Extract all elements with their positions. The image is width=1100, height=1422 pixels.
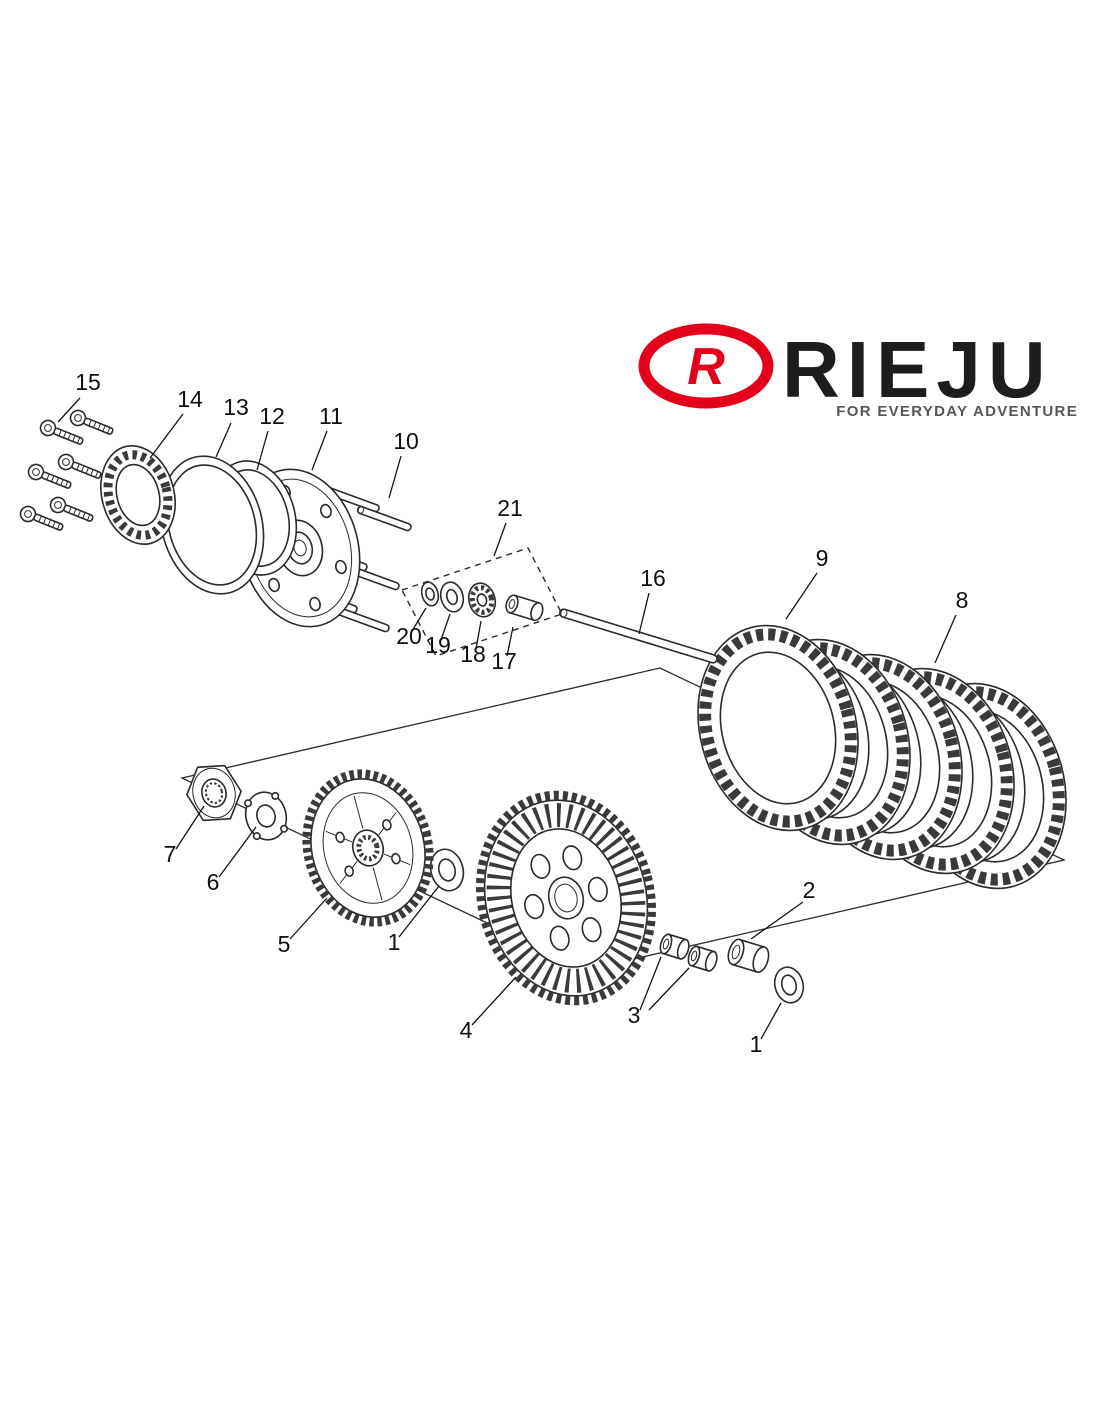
part-label-1a: 1	[388, 929, 401, 955]
spacer-sleeve	[727, 938, 770, 974]
part-label-13: 13	[223, 394, 249, 420]
part-label-7: 7	[164, 841, 177, 867]
bushing	[657, 932, 692, 962]
part-label-5: 5	[278, 931, 291, 957]
push-rod	[559, 608, 718, 664]
part-label-14: 14	[177, 386, 203, 412]
brand-tagline: FOR EVERYDAY ADVENTURE	[836, 403, 1078, 420]
hub-nut	[186, 764, 242, 822]
cover-bolts	[17, 407, 116, 536]
leader-lines	[57, 397, 957, 1040]
part-label-10: 10	[393, 428, 419, 454]
clutch-hub	[302, 769, 434, 927]
clutch-plate-stack	[676, 607, 1089, 906]
part-label-12: 12	[259, 403, 285, 429]
thrust-washer-rear	[773, 966, 805, 1004]
short-shaft	[505, 594, 544, 622]
thrust-washer-front	[429, 848, 465, 892]
brand-wordmark: RIEJU	[782, 325, 1053, 414]
part-label-4: 4	[460, 1017, 473, 1043]
part-label-9: 9	[816, 545, 829, 571]
part-label-15: 15	[75, 369, 101, 395]
part-label-11: 11	[319, 403, 343, 429]
part-label-8: 8	[956, 587, 969, 613]
bolt	[67, 407, 116, 440]
washer-20	[420, 581, 440, 607]
cover-ring	[159, 455, 265, 595]
logo-monogram: R	[687, 338, 725, 396]
clutch-basket	[476, 790, 656, 1006]
part-label-3: 3	[628, 1002, 641, 1028]
part-label-17: 17	[491, 648, 517, 674]
part-labels: 15 14 13 12 11 10 21 20 19 18 17 16 9 8 …	[75, 369, 968, 1057]
bearing-kit-dashed-box	[401, 547, 563, 657]
washer-19	[439, 581, 465, 613]
needle-bearing	[467, 582, 497, 618]
assembly-plane-outline	[180, 667, 1066, 971]
part-label-20: 20	[396, 623, 422, 649]
part-label-18: 18	[460, 641, 486, 667]
bolt	[55, 451, 104, 484]
lock-washer	[243, 791, 289, 841]
part-label-16: 16	[640, 565, 666, 591]
brand-logo: R RIEJU FOR EVERYDAY ADVENTURE	[638, 323, 1078, 420]
logo-oval-icon	[638, 323, 774, 409]
part-label-6: 6	[207, 869, 220, 895]
ball-bearing	[100, 445, 176, 545]
bushing	[685, 944, 720, 974]
part-label-21: 21	[497, 495, 523, 521]
part-label-2: 2	[803, 877, 816, 903]
part-label-1b: 1	[750, 1031, 763, 1057]
stud	[356, 504, 413, 533]
part-label-19: 19	[425, 632, 451, 658]
